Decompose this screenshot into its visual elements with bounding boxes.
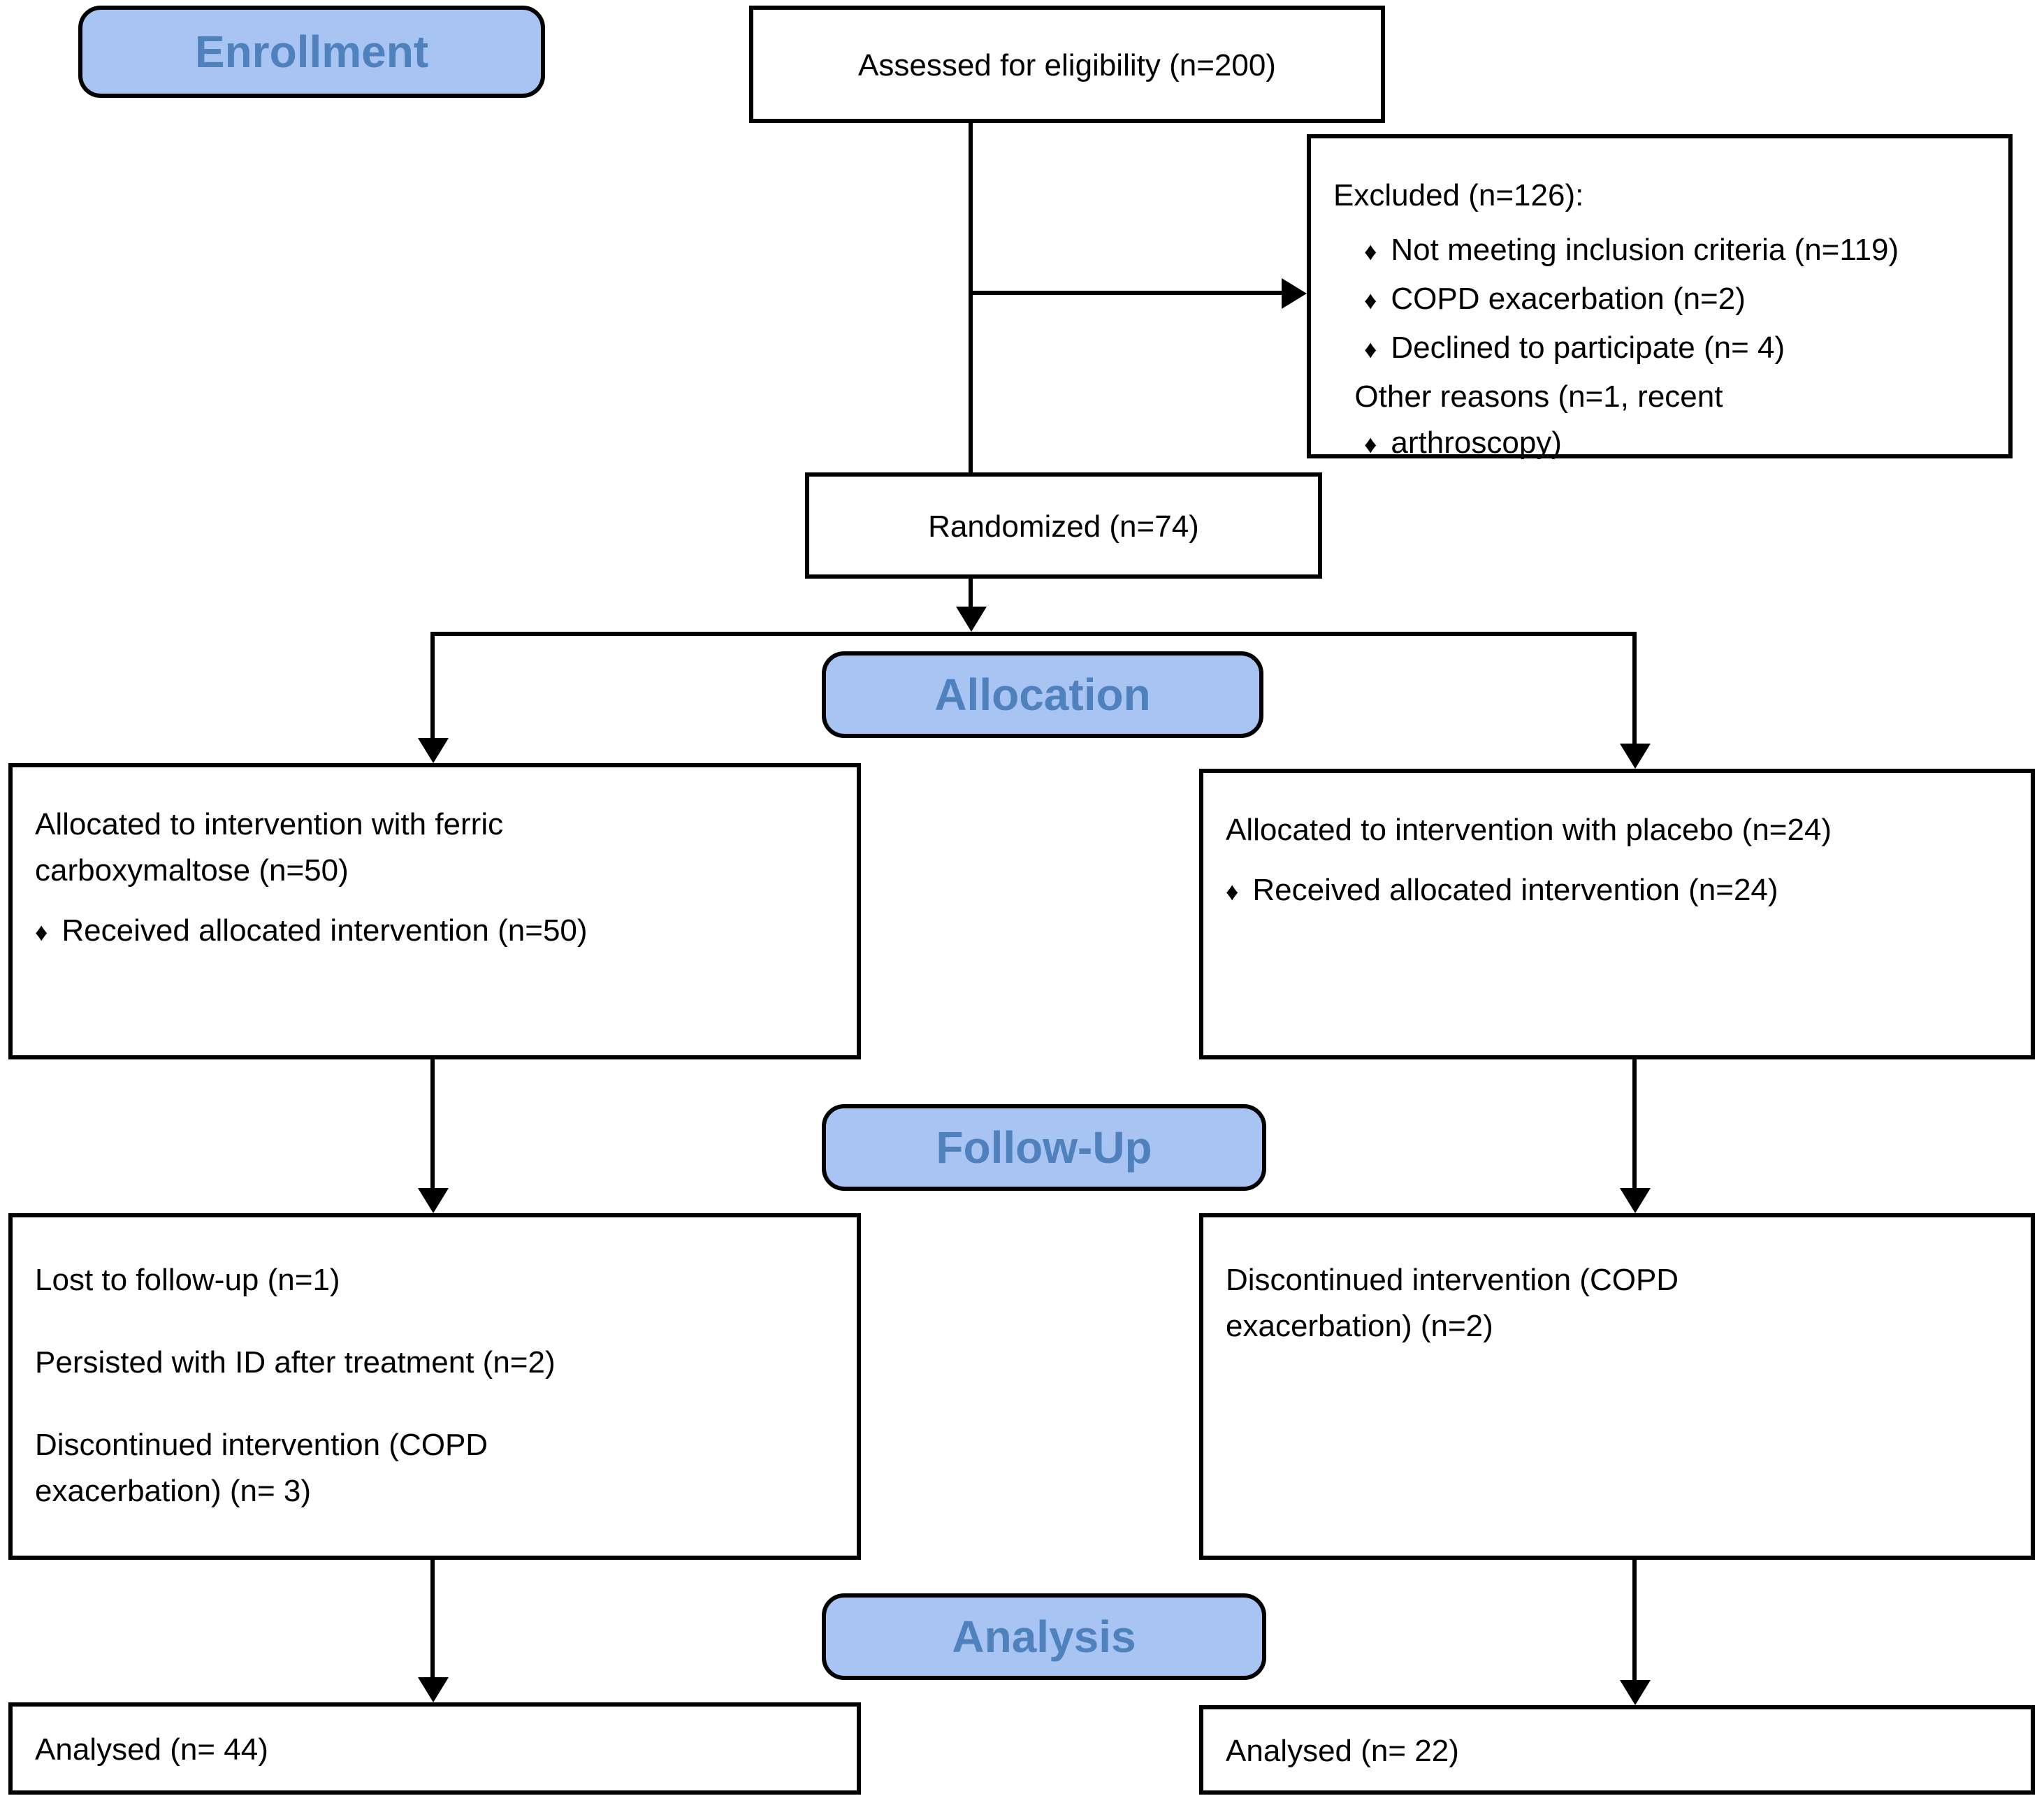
excluded-item-text: COPD exacerbation (n=2) <box>1391 281 1746 316</box>
split-line <box>430 632 1637 636</box>
diamond-bullet-icon: ♦ <box>1364 335 1377 363</box>
allocation-left-text: Allocated to intervention with ferric ca… <box>35 806 504 888</box>
stage-followup-label: Follow-Up <box>822 1104 1266 1191</box>
connector-followup-to-analysis-left <box>430 1560 435 1680</box>
followup-left-paragraph: Lost to follow-up (n=1) <box>35 1262 340 1297</box>
allocation-right-bullet-text: Received allocated intervention (n=24) <box>1252 872 1778 907</box>
stage-enrollment-label: Enrollment <box>78 6 545 98</box>
diamond-bullet-icon: ♦ <box>1364 287 1377 314</box>
allocation-left-bullet-line: ♦ Received allocated intervention (n=50) <box>35 907 837 953</box>
stage-followup-text: Follow-Up <box>936 1122 1152 1172</box>
followup-right-text: Discontinued intervention (COPD exacerba… <box>1226 1262 1679 1343</box>
arrowhead-split-icon <box>956 607 987 632</box>
diamond-bullet-icon: ♦ <box>1226 878 1239 906</box>
analysed-left-text: Analysed (n= 44) <box>35 1731 268 1766</box>
arrowhead-alloc-left-icon <box>418 738 449 763</box>
allocation-left-bullet-text: Received allocated intervention (n=50) <box>61 913 588 948</box>
connector-randomized-to-split <box>969 576 973 609</box>
stage-analysis-text: Analysis <box>952 1611 1136 1661</box>
excluded-item: ♦ Not meeting inclusion criteria (n=119) <box>1333 226 1989 273</box>
arrowhead-followup-right-icon <box>1620 1188 1651 1213</box>
arrowhead-analysis-left-icon <box>418 1677 449 1702</box>
allocation-right-bullet-line: ♦ Received allocated intervention (n=24) <box>1226 867 2011 913</box>
analysed-left-box: Analysed (n= 44) <box>8 1702 861 1795</box>
connector-to-excluded <box>970 291 1284 295</box>
arrowhead-followup-left-icon <box>418 1188 449 1213</box>
excluded-box: Excluded (n=126): ♦ Not meeting inclusion… <box>1307 134 2013 460</box>
excluded-list: ♦Not meeting inclusion criteria (n=119) … <box>1333 226 1989 465</box>
assessed-box: Assessed for eligibility (n=200) <box>749 6 1385 123</box>
analysed-right-box: Analysed (n= 22) <box>1199 1705 2035 1795</box>
followup-left-paragraph: Discontinued intervention (COPD exacerba… <box>35 1427 488 1508</box>
connector-alloc-to-followup-right <box>1632 1059 1637 1191</box>
analysed-right-text: Analysed (n= 22) <box>1226 1732 1459 1767</box>
stage-enrollment-text: Enrollment <box>194 26 429 76</box>
excluded-title: Excluded (n=126): <box>1333 178 1584 212</box>
connector-alloc-to-followup-left <box>430 1059 435 1191</box>
allocation-right-text: Allocated to intervention with placebo (… <box>1226 812 1832 847</box>
assessed-text: Assessed for eligibility (n=200) <box>858 47 1276 82</box>
connector-followup-to-analysis-right <box>1632 1560 1637 1683</box>
connector-split-to-alloc-right <box>1632 632 1637 746</box>
randomized-text: Randomized (n=74) <box>928 508 1199 543</box>
diamond-bullet-icon: ♦ <box>1364 430 1377 458</box>
allocation-right-box: Allocated to intervention with placebo (… <box>1199 769 2035 1059</box>
excluded-item: ♦Other reasons (n=1, recent arthroscopy) <box>1333 373 1989 465</box>
excluded-item-text: Declined to participate (n= 4) <box>1391 330 1785 365</box>
excluded-item: ♦ COPD exacerbation (n=2) <box>1333 275 1989 321</box>
stage-allocation-label: Allocation <box>822 651 1263 738</box>
excluded-item-text: Not meeting inclusion criteria (n=119) <box>1391 232 1899 267</box>
excluded-item-text: Other reasons (n=1, recent arthroscopy) <box>1354 379 1723 460</box>
arrowhead-alloc-right-icon <box>1620 744 1651 769</box>
arrowhead-analysis-right-icon <box>1620 1680 1651 1705</box>
arrowhead-excluded-icon <box>1282 278 1307 309</box>
stage-analysis-label: Analysis <box>822 1593 1266 1680</box>
excluded-item: ♦ Declined to participate (n= 4) <box>1333 324 1989 370</box>
connector-assessed-to-randomized <box>969 120 973 475</box>
diamond-bullet-icon: ♦ <box>1364 238 1377 266</box>
followup-right-box: Discontinued intervention (COPD exacerba… <box>1199 1213 2035 1560</box>
followup-left-box: Lost to follow-up (n=1) Persisted with I… <box>8 1213 861 1560</box>
connector-split-to-alloc-left <box>430 632 435 741</box>
randomized-box: Randomized (n=74) <box>805 472 1322 579</box>
allocation-left-box: Allocated to intervention with ferric ca… <box>8 763 861 1059</box>
stage-allocation-text: Allocation <box>934 669 1151 719</box>
followup-left-paragraph: Persisted with ID after treatment (n=2) <box>35 1345 556 1380</box>
diamond-bullet-icon: ♦ <box>35 918 48 946</box>
